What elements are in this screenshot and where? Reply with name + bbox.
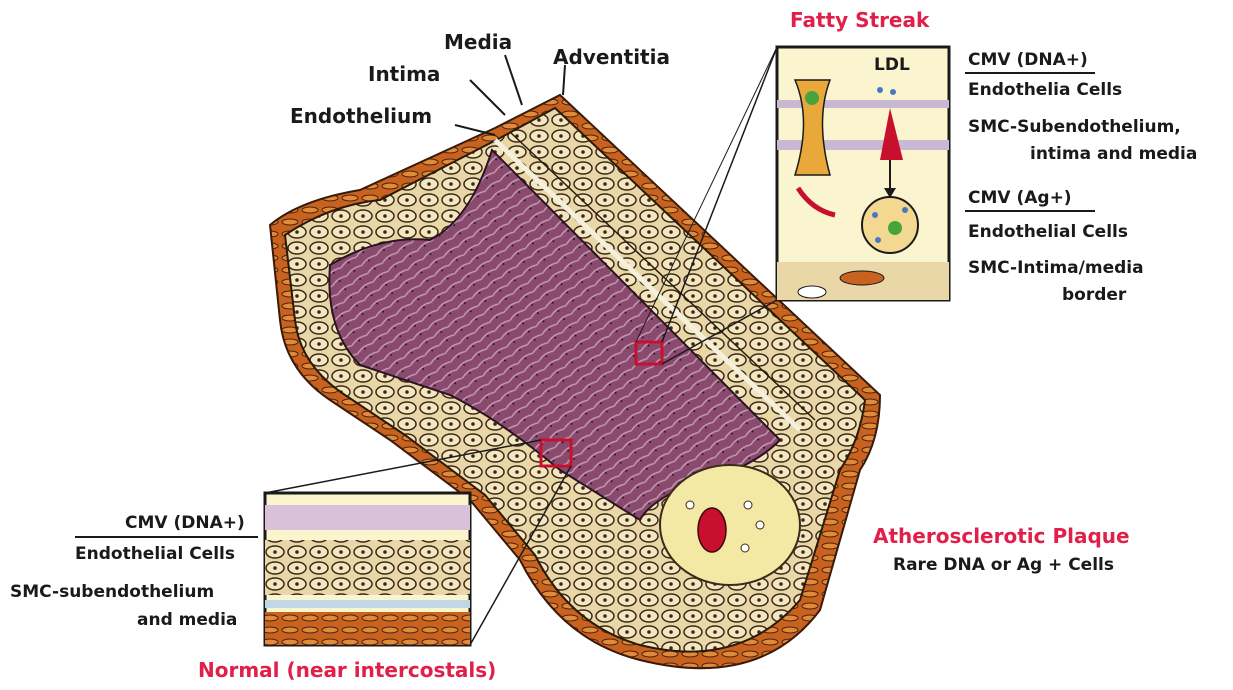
fatty-ag-line1: Endothelial Cells: [968, 222, 1128, 242]
adventitia-label: Adventitia: [553, 45, 670, 69]
intima-label: Intima: [368, 62, 440, 86]
fatty-dna-header: CMV (DNA+): [968, 50, 1088, 70]
plaque-lesion: [660, 465, 800, 585]
media-label: Media: [444, 30, 512, 54]
fatty-dna-line2a: SMC-Subendothelium,: [968, 117, 1181, 137]
plaque-title: Atherosclerotic Plaque: [873, 524, 1130, 548]
normal-inset: [265, 493, 470, 645]
normal-line2a: SMC-subendothelium: [10, 582, 214, 602]
plaque-subtitle: Rare DNA or Ag + Cells: [893, 555, 1114, 575]
fatty-ag-line2b: border: [1062, 285, 1126, 305]
endothelium-label: Endothelium: [290, 104, 432, 128]
fatty-dna-line1: Endothelia Cells: [968, 80, 1122, 100]
fatty-ag-header: CMV (Ag+): [968, 188, 1072, 208]
normal-line2b: and media: [137, 610, 237, 630]
normal-title: Normal (near intercostals): [198, 658, 496, 682]
ldl-label: LDL: [874, 55, 910, 75]
normal-line1: Endothelial Cells: [75, 544, 235, 564]
fatty-streak-inset: [777, 47, 949, 300]
normal-dna-header: CMV (DNA+): [125, 513, 245, 533]
fatty-dna-line2b: intima and media: [1030, 144, 1197, 164]
fatty-streak-title: Fatty Streak: [790, 8, 929, 32]
fatty-ag-line2a: SMC-Intima/media: [968, 258, 1144, 278]
